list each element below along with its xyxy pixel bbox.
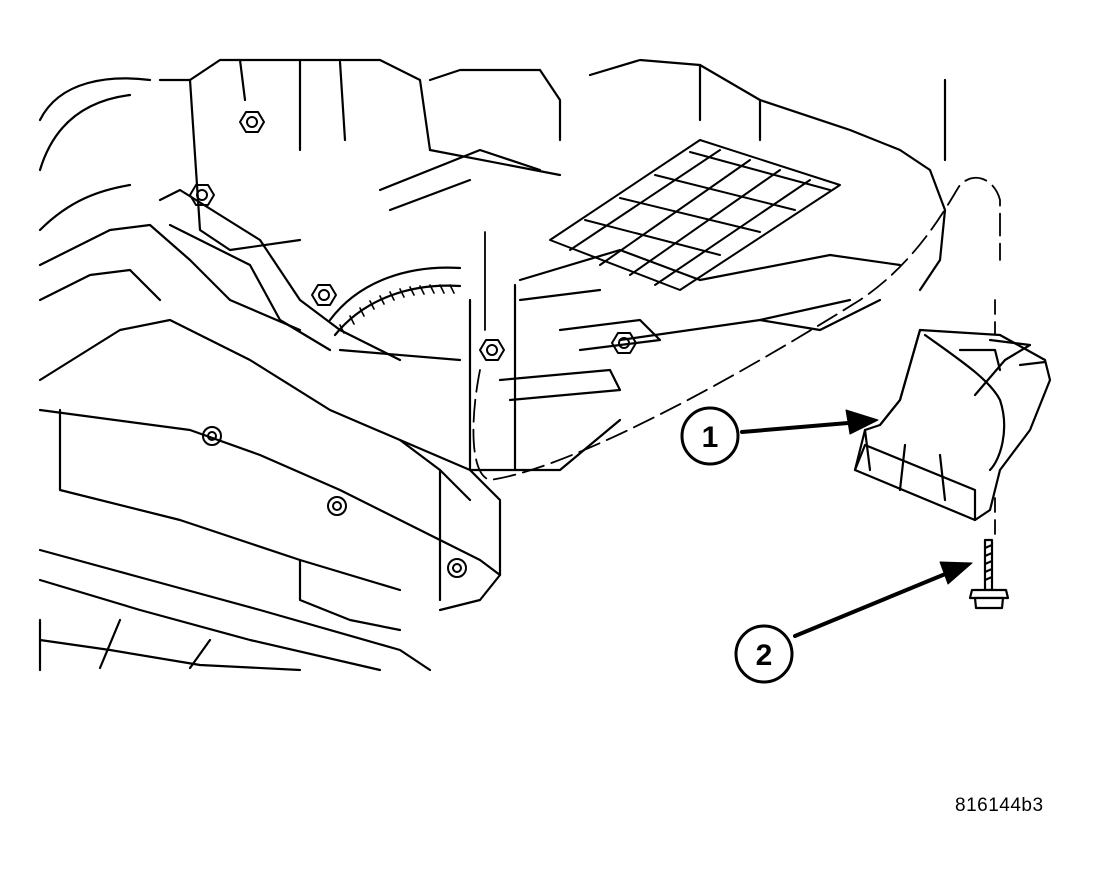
hex-bolt-icon — [479, 339, 505, 361]
flange-bolt-icon — [968, 538, 1010, 610]
skid-shield-icon — [853, 328, 1052, 522]
hex-bolt-icon — [327, 496, 347, 516]
hex-bolt-icon — [311, 284, 337, 306]
bolt-group — [189, 111, 637, 578]
hex-bolt-icon — [239, 111, 265, 133]
hex-bolt-icon — [447, 558, 467, 578]
callout-2-circle — [734, 624, 794, 684]
figure-id-label: 816144b3 — [955, 795, 1044, 816]
callout-1-number: 1 — [702, 421, 719, 454]
hex-bolt-icon — [189, 184, 215, 206]
hex-bolt-icon — [611, 332, 637, 354]
grille-cover — [549, 139, 841, 291]
hex-bolt-icon — [202, 426, 222, 446]
callout-1: 1 — [680, 406, 879, 466]
callout-2-number: 2 — [756, 639, 773, 672]
transmission-assembly — [38, 58, 947, 672]
callout-1-circle — [680, 406, 740, 466]
callout-2: 2 — [734, 561, 973, 684]
